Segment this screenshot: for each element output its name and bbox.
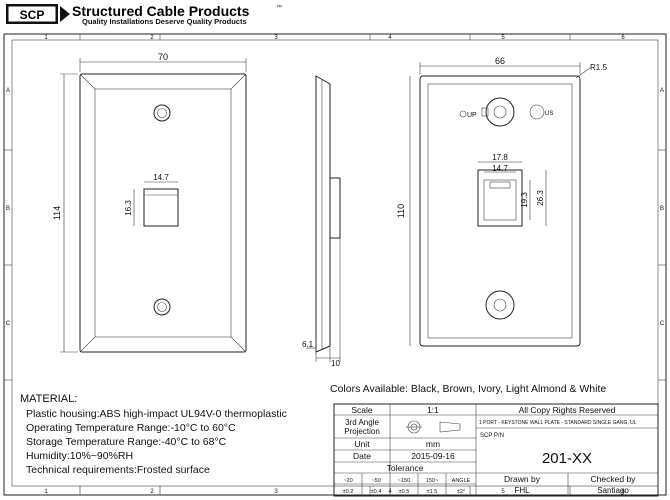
checked-by-label: Checked by [591,474,637,484]
svg-text:150~: 150~ [426,478,438,484]
drawn-by-label: Drawn by [504,474,541,484]
material-line: Humidity:10%~90%RH [26,450,133,462]
svg-text:2: 2 [150,35,154,41]
screw-hole-bottom [153,298,171,316]
svg-text:±0.5: ±0.5 [399,489,410,495]
svg-text:ANGLE: ANGLE [452,478,471,484]
svg-text:6: 6 [621,489,625,495]
svg-text:~150: ~150 [398,478,410,484]
svg-text:5: 5 [501,35,505,41]
svg-text:3: 3 [274,35,278,41]
row-labels: A B C A B C [6,88,665,327]
svg-text:C: C [660,321,665,327]
dim-inner-width: 14.7 [492,164,508,173]
dim-front-width: 70 [158,52,168,62]
screw-hole-top [153,104,171,122]
date-label: Date [353,451,371,461]
svg-text:5: 5 [501,489,505,495]
svg-text:6: 6 [621,35,625,41]
svg-text:US: US [545,111,553,117]
third-angle-projection-icon [406,420,461,434]
dim-port-height: 16.3 [124,200,133,216]
svg-text:A: A [660,88,664,94]
keystone-port [143,188,179,227]
side-view: 6.1 10 [302,75,341,368]
date-value: 2015-09-16 [411,451,455,461]
scale-label: Scale [351,405,373,415]
ul-mark-icon: UP [459,107,489,119]
svg-text:B: B [660,206,664,212]
dim-back-width: 66 [495,56,505,66]
logo-text: SCP [20,8,45,22]
svg-text:±0.4: ±0.4 [371,489,382,495]
back-screw-boss-top [485,97,515,127]
column-labels: 1 2 3 4 5 6 1 2 3 4 5 6 [44,35,625,495]
svg-text:A: A [6,88,10,94]
pn-label: SCP P/N [480,433,504,439]
cul-us-mark-icon: US [529,104,553,120]
dim-side-depth: 10 [331,359,340,368]
title-block: Scale 1:1 3rd Angle Projection Unit mm D… [333,403,659,497]
drawn-by-value: FHL [514,486,530,495]
rights-text: All Copy Rights Reserved [519,405,616,415]
dim-outer-height: 26.3 [536,190,545,206]
dim-back-height: 110 [396,204,406,218]
dim-outer-width: 17.8 [492,153,508,162]
svg-text:1: 1 [44,35,48,41]
svg-text:±0.2: ±0.2 [343,489,354,495]
back-dimensions: 66 R1.5 110 17.8 14.7 19.3 26.3 [396,56,607,346]
dim-corner-radius: R1.5 [590,63,607,72]
unit-label: Unit [354,439,370,449]
colors-available: Colors Available: Black, Brown, Ivory, L… [330,383,606,395]
checked-by-value: Santiago [597,486,629,495]
svg-text:±2°: ±2° [457,489,465,495]
material-line: Storage Temperature Range:-40°C to 68°C [26,436,227,448]
svg-text:4: 4 [388,489,392,495]
back-keystone-housing [477,169,523,227]
trademark: ™ [276,4,282,11]
svg-text:UP: UP [467,112,477,119]
material-notes: MATERIAL: Plastic housing:ABS high-impac… [20,393,287,476]
pn-value: 201-XX [542,450,592,467]
brand-tagline: Quality Installations Deserve Quality Pr… [82,17,247,26]
svg-text:±1.5: ±1.5 [427,489,438,495]
inner-frame [11,39,659,487]
column-ticks [4,34,666,495]
svg-text:B: B [6,206,10,212]
svg-text:~20: ~20 [343,478,352,484]
svg-text:2: 2 [150,489,154,495]
material-line: Operating Temperature Range:-10°C to 60°… [26,422,236,434]
dim-port-width: 14.7 [153,173,169,182]
brand-logo: SCP Structured Cable Products ™ Quality … [6,3,282,26]
outer-frame [3,33,667,496]
tolerance-label: Tolerance [387,463,424,473]
front-view [79,73,247,353]
svg-text:3: 3 [274,489,278,495]
dim-front-height: 114 [52,206,62,220]
back-screw-boss-bottom [485,290,515,320]
svg-text:1: 1 [44,489,48,495]
material-line: Technical requirements:Frosted surface [26,464,210,476]
scale-value: 1:1 [427,405,439,415]
svg-text:C: C [6,321,11,327]
back-view: UP US [419,75,581,347]
dim-side-thickness: 6.1 [302,340,314,349]
dim-inner-height: 19.3 [520,192,529,208]
material-line: Plastic housing:ABS high-impact UL94V-0 … [26,408,287,420]
projection-label: 3rd Angle Projection [344,418,380,436]
material-title: MATERIAL: [20,393,77,405]
svg-text:~50: ~50 [371,478,380,484]
description-text: 1 PORT - KEYSTONE WALL PLATE - STANDARD … [479,420,637,426]
brand-name: Structured Cable Products [72,3,250,19]
front-dimensions: 70 114 14.7 16.3 [52,52,247,353]
logo-arrow-icon [60,6,70,22]
svg-text:4: 4 [388,35,392,41]
unit-value: mm [426,439,440,449]
